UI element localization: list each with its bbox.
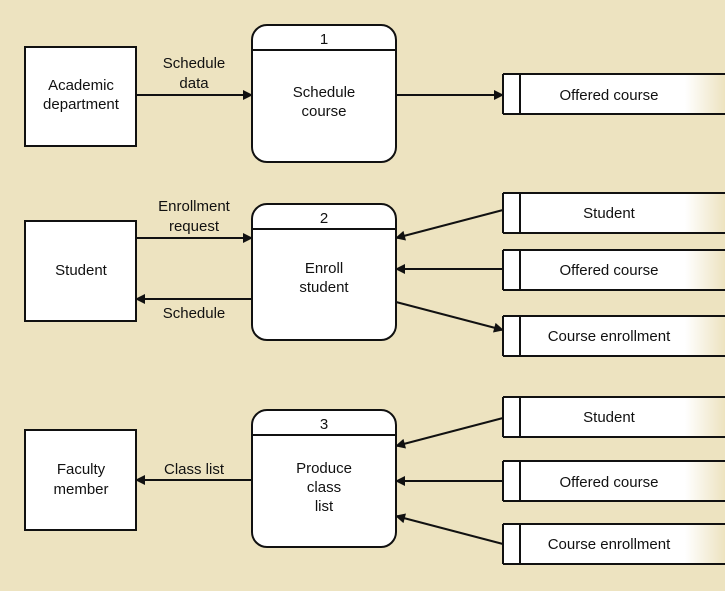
process-label-line: course bbox=[301, 103, 346, 120]
svg-text:Academic: Academic bbox=[48, 77, 114, 94]
store-offered-course-3: Offered course bbox=[502, 460, 725, 502]
store-label: Student bbox=[583, 409, 636, 426]
store-course-enrollment-3: Course enrollment bbox=[502, 523, 725, 565]
process-label-line: Produce bbox=[296, 460, 352, 477]
entity-academic-department: Academic department bbox=[24, 46, 137, 147]
store-label: Offered course bbox=[560, 474, 659, 491]
flow-label-line: data bbox=[179, 75, 209, 92]
svg-text:Faculty: Faculty bbox=[57, 461, 106, 478]
process-label-line: list bbox=[315, 498, 334, 515]
svg-text:Class list: Class list bbox=[164, 461, 225, 478]
flow-class-list: Class list bbox=[135, 461, 252, 485]
svg-text:Student: Student bbox=[55, 262, 108, 279]
process-1: 1 Schedule course bbox=[251, 24, 397, 163]
flow-schedule: Schedule bbox=[135, 294, 252, 322]
svg-text:data: data bbox=[179, 75, 209, 92]
svg-text:course: course bbox=[301, 103, 346, 120]
flow-label: Class list bbox=[164, 461, 225, 478]
process-label-line: Enroll bbox=[305, 260, 343, 277]
store-label: Student bbox=[583, 205, 636, 222]
store-offered-course-2: Offered course bbox=[502, 249, 725, 291]
svg-text:student: student bbox=[299, 279, 349, 296]
process-number: 1 bbox=[320, 31, 328, 48]
entity-student: Student bbox=[24, 220, 137, 322]
svg-text:Enroll: Enroll bbox=[305, 260, 343, 277]
flow-enrollment-request: Enrollment request bbox=[136, 198, 253, 243]
process-3: 3 Produce class list bbox=[251, 409, 397, 548]
process-label-line: Schedule bbox=[293, 84, 356, 101]
flow-label: Schedule bbox=[163, 305, 226, 322]
store-course-enrollment-2: Course enrollment bbox=[502, 315, 725, 357]
entity-label-line: department bbox=[43, 96, 120, 113]
svg-text:Produce: Produce bbox=[296, 460, 352, 477]
svg-text:Enrollment: Enrollment bbox=[158, 198, 231, 215]
flow-label-line: Enrollment bbox=[158, 198, 231, 215]
svg-text:Schedule: Schedule bbox=[163, 55, 226, 72]
svg-text:Schedule: Schedule bbox=[163, 305, 226, 322]
flows-process-2-stores bbox=[395, 209, 504, 333]
process-number: 2 bbox=[320, 210, 328, 227]
entity-label-line: Student bbox=[55, 262, 108, 279]
entity-label-line: member bbox=[53, 481, 108, 498]
flow-label-line: Schedule bbox=[163, 55, 226, 72]
entity-label-line: Academic bbox=[48, 77, 114, 94]
svg-text:class: class bbox=[307, 479, 341, 496]
svg-text:member: member bbox=[53, 481, 108, 498]
flow-label-line: request bbox=[169, 218, 220, 235]
svg-text:Schedule: Schedule bbox=[293, 84, 356, 101]
store-student-2: Student bbox=[502, 192, 725, 234]
store-label: Offered course bbox=[560, 262, 659, 279]
svg-text:list: list bbox=[315, 498, 334, 515]
store-student-3: Student bbox=[502, 396, 725, 438]
svg-text:request: request bbox=[169, 218, 220, 235]
flows-stores-to-process-3 bbox=[395, 417, 504, 545]
process-label-line: class bbox=[307, 479, 341, 496]
process-number: 3 bbox=[320, 416, 328, 433]
entity-faculty-member: Faculty member bbox=[24, 429, 137, 531]
process-2: 2 Enroll student bbox=[251, 203, 397, 341]
svg-text:department: department bbox=[43, 96, 120, 113]
store-label: Course enrollment bbox=[548, 328, 671, 345]
store-label: Offered course bbox=[560, 87, 659, 104]
process-label-line: student bbox=[299, 279, 349, 296]
store-offered-course-1: Offered course bbox=[502, 73, 725, 115]
store-label: Course enrollment bbox=[548, 536, 671, 553]
entity-label-line: Faculty bbox=[57, 461, 106, 478]
flow-schedule-data: Schedule data bbox=[136, 55, 253, 100]
